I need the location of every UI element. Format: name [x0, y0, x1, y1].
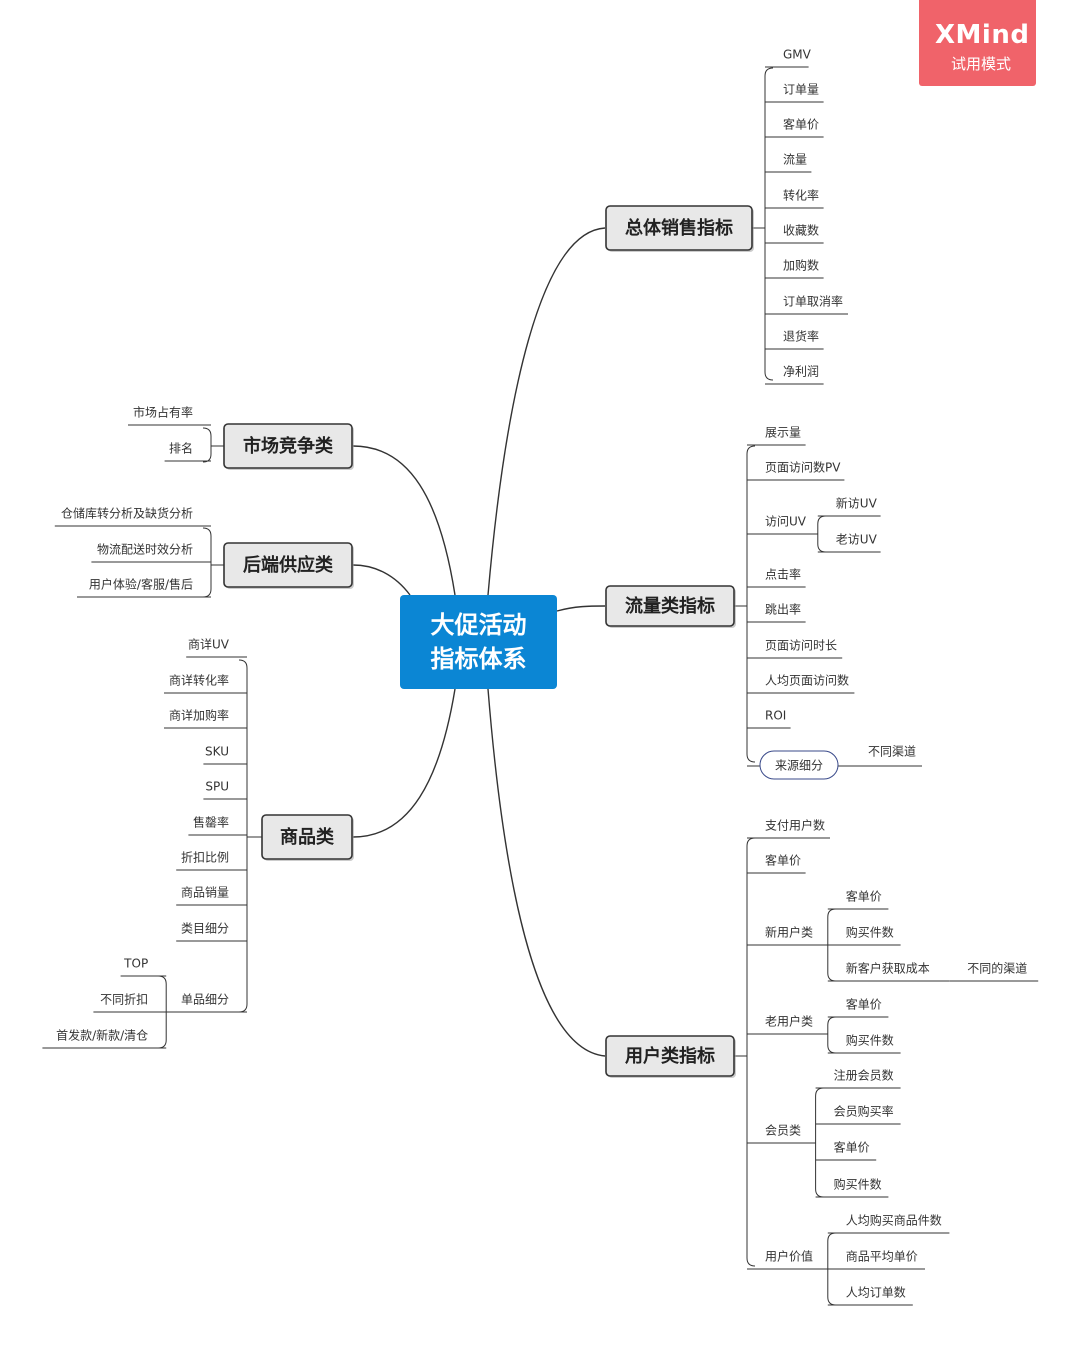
- xmind-trial-watermark: XMind 试用模式: [919, 0, 1036, 86]
- leaf-product-9-1: 不同折扣: [100, 992, 148, 1007]
- leaf-user-4-0: 注册会员数: [834, 1068, 894, 1083]
- leaf-user-5-1: 商品平均单价: [846, 1249, 918, 1264]
- subtopic-traffic-5: 页面访问时长: [765, 639, 837, 653]
- subtopic-sales-9: 净利润: [783, 365, 819, 379]
- leaf-user-4-2: 客单价: [834, 1140, 870, 1155]
- subtopic-sales-1: 订单量: [783, 83, 819, 97]
- subtopic-product-5: 售罄率: [193, 815, 229, 830]
- subtopic-user-2: 新用户类: [765, 925, 813, 940]
- connector-lines: [42, 66, 1039, 1306]
- subtopic-traffic-4: 跳出率: [765, 602, 801, 617]
- subtopic-product-2: 商详加购率: [169, 708, 229, 723]
- subtopic-sales-5: 收藏数: [783, 223, 819, 238]
- subtopic-sales-7: 订单取消率: [783, 294, 843, 309]
- main-topic-product[interactable]: 商品类: [261, 814, 354, 861]
- subtopic-user-1: 客单价: [765, 853, 801, 868]
- watermark-brand: XMind: [935, 20, 1030, 50]
- leaf-user-5-0: 人均购买商品件数: [846, 1213, 942, 1228]
- main-topic-label: 商品类: [280, 826, 335, 848]
- central-topic-line2: 指标体系: [431, 645, 527, 673]
- leaf-user-2-0: 客单价: [846, 889, 882, 904]
- main-topic-market[interactable]: 市场竞争类: [223, 423, 354, 470]
- subtopic-supply-1: 物流配送时效分析: [97, 542, 193, 557]
- leaf-user-4-1: 会员购买率: [834, 1104, 894, 1119]
- subtopic-product-7: 商品销量: [181, 885, 229, 900]
- subtopic-traffic-2: 访问UV: [765, 515, 807, 529]
- subtopic-product-0: 商详UV: [188, 637, 230, 652]
- main-topic-supply[interactable]: 后端供应类: [223, 542, 354, 589]
- subtopic-product-3: SKU: [205, 745, 229, 759]
- main-topic-traffic[interactable]: 流量类指标: [605, 585, 736, 628]
- leaf-traffic-2-1: 老访UV: [836, 533, 878, 547]
- leaf-product-9-2: 首发款/新款/清仓: [56, 1028, 148, 1043]
- leaf-user-3-0: 客单价: [846, 997, 882, 1012]
- subtopic-sales-6: 加购数: [783, 258, 819, 273]
- subtopic-product-6: 折扣比例: [181, 850, 229, 865]
- subtopic-sales-3: 流量: [783, 153, 807, 167]
- subtopic-sales-2: 客单价: [783, 117, 819, 132]
- subtopic-sales-8: 退货率: [783, 329, 819, 344]
- main-topic-sales[interactable]: 总体销售指标: [605, 205, 754, 252]
- subtopic-user-4: 会员类: [765, 1124, 801, 1138]
- subtopic-child-label: 不同渠道: [868, 745, 916, 759]
- main-topic-label: 后端供应类: [243, 554, 334, 576]
- leaf-user-4-3: 购买件数: [834, 1177, 882, 1192]
- subtopic-supply-0: 仓储库转分析及缺货分析: [61, 506, 193, 521]
- subtopic-market-1: 排名: [169, 441, 193, 456]
- subtopic-product-9: 单品细分: [181, 993, 229, 1007]
- leaf-traffic-2-0: 新访UV: [836, 496, 878, 511]
- main-topic-label: 总体销售指标: [625, 217, 733, 239]
- subtopic-traffic-0: 展示量: [765, 426, 801, 440]
- subtopic-traffic-7: ROI: [765, 709, 786, 723]
- main-topic-label: 用户类指标: [625, 1045, 715, 1067]
- subtopic-market-0: 市场占有率: [133, 405, 193, 420]
- main-topic-label: 市场竞争类: [243, 435, 334, 457]
- subtopic-supply-2: 用户体验/客服/售后: [89, 577, 193, 592]
- main-topic-label: 流量类指标: [625, 595, 715, 617]
- subtopic-label: 来源细分: [775, 759, 823, 773]
- subtopic-traffic-1: 页面访问数PV: [765, 460, 841, 475]
- subtopic-source-breakdown[interactable]: 来源细分: [759, 750, 839, 780]
- mindmap-nodes: 大促活动指标体系总体销售指标GMV订单量客单价流量转化率收藏数加购数订单取消率退…: [56, 48, 1027, 1300]
- subtopic-user-3: 老用户类: [765, 1014, 813, 1029]
- subtopic-user-0: 支付用户数: [765, 818, 825, 833]
- subtopic-traffic-6: 人均页面访问数: [765, 673, 849, 688]
- leaf-user-2-2: 新客户获取成本: [846, 961, 930, 976]
- main-topic-user[interactable]: 用户类指标: [605, 1035, 736, 1078]
- subtopic-user-5: 用户价值: [765, 1249, 813, 1264]
- leaf-user-3-1: 购买件数: [846, 1033, 894, 1048]
- leaf-product-9-0: TOP: [123, 957, 148, 971]
- subtopic-product-4: SPU: [205, 780, 229, 794]
- subtopic-sales-4: 转化率: [783, 188, 819, 203]
- watermark-mode: 试用模式: [951, 55, 1012, 73]
- subtopic-sales-0: GMV: [783, 48, 812, 62]
- subtopic-product-8: 类目细分: [181, 922, 229, 936]
- subtopic-product-1: 商详转化率: [169, 673, 229, 688]
- central-topic-line1: 大促活动: [431, 611, 527, 639]
- leaf-user-2-1: 购买件数: [846, 925, 894, 940]
- leaf-grandchild: 不同的渠道: [967, 961, 1027, 976]
- subtopic-traffic-3: 点击率: [765, 567, 801, 582]
- leaf-user-5-2: 人均订单数: [846, 1285, 906, 1300]
